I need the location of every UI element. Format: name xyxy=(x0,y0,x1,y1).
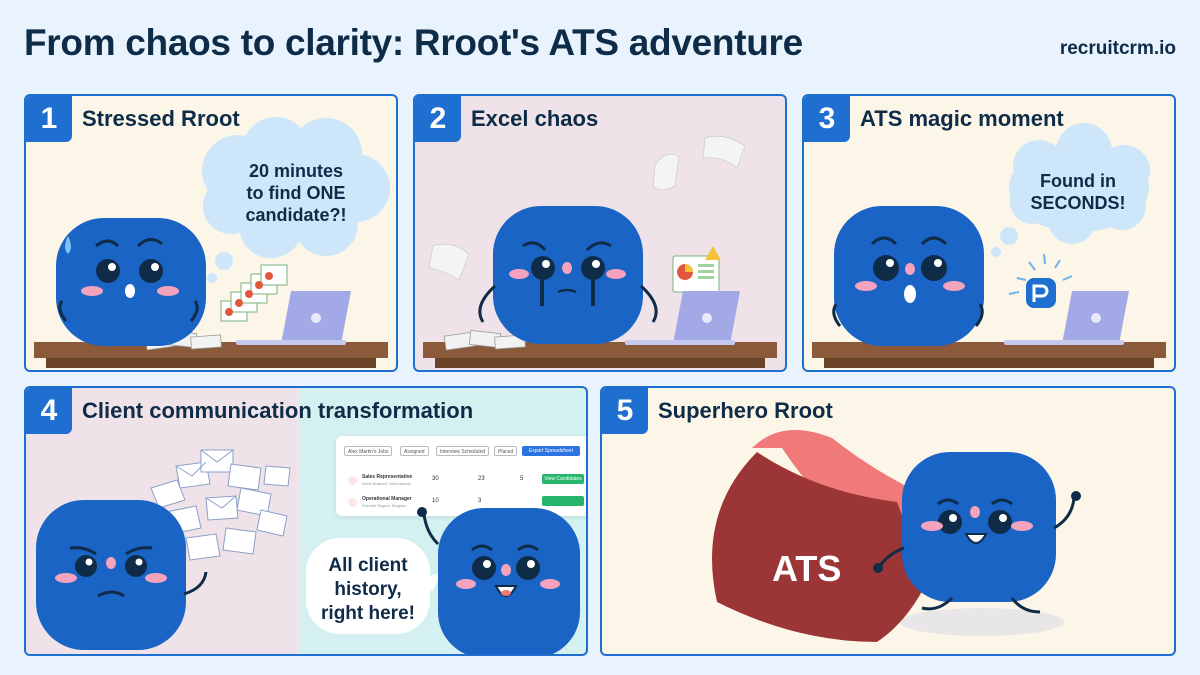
recruitcrm-logo-icon xyxy=(1026,278,1056,308)
assigned-count: 30 xyxy=(432,476,439,482)
mascot-annoyed xyxy=(36,500,208,650)
panel-number: 1 xyxy=(26,96,72,142)
panel-5: 5 Superhero Rroot ATS xyxy=(600,386,1176,656)
thought-bubble-text: 20 minutes to find ONE candidate?! xyxy=(234,160,358,226)
view-candidates-button[interactable] xyxy=(542,496,584,506)
placed-count: 5 xyxy=(520,476,524,482)
job-location: North Brabant, Netherlands xyxy=(362,481,411,486)
bubble-line: Found in xyxy=(1040,171,1116,191)
panel-1-illustration xyxy=(34,117,390,368)
job-location: Flemish Region, Belgium xyxy=(362,503,407,508)
laptop-icon xyxy=(1004,291,1129,345)
mascot-superhero xyxy=(873,452,1081,614)
panel-title: Superhero Rroot xyxy=(658,398,833,423)
panel-5-illustration xyxy=(712,430,1081,642)
panel-4: 4 Client communication transformation Al… xyxy=(24,386,588,656)
bubble-line: right here! xyxy=(321,603,415,624)
panel-number: 3 xyxy=(804,96,850,142)
assigned-count: 10 xyxy=(432,498,439,504)
mascot-amazed xyxy=(832,206,984,346)
view-candidates-button[interactable]: View Candidates xyxy=(542,474,584,484)
cape-text: ATS xyxy=(772,548,842,589)
bubble-line: history, xyxy=(334,579,402,600)
filter-dropdown[interactable]: Assigned xyxy=(400,446,429,456)
panel-2-illustration xyxy=(423,135,777,368)
interview-count: 23 xyxy=(478,476,485,482)
sparkle-lines xyxy=(1008,253,1073,295)
flying-papers xyxy=(428,135,746,281)
panel-title: ATS magic moment xyxy=(860,106,1064,131)
spreadsheet-stack-icon xyxy=(220,264,288,322)
thought-bubble xyxy=(202,117,390,283)
bubble-line: All client xyxy=(328,555,408,576)
panel-1: 1 Stressed Rroot xyxy=(24,94,398,372)
spreadsheet-warning-icon xyxy=(672,246,721,293)
export-spreadsheet-button[interactable]: Export Spreadsheet xyxy=(522,446,580,456)
panel-title: Excel chaos xyxy=(471,106,599,131)
mascot-stressed xyxy=(56,218,206,346)
bubble-line: 20 minutes xyxy=(248,161,344,181)
filter-dropdown[interactable]: Alex Martin's Jobs xyxy=(344,446,393,456)
speech-bubble-text: All client history, right here! xyxy=(312,554,424,626)
panel-2: 2 Excel chaos xyxy=(413,94,787,372)
envelope-pile-icon xyxy=(150,449,291,561)
mascot-happy-pointing xyxy=(417,507,580,654)
panel-number: 4 xyxy=(26,388,72,434)
bubble-line: SECONDS! xyxy=(1030,193,1126,213)
interview-count: 3 xyxy=(478,498,482,504)
filter-dropdown[interactable]: Interview Scheduled xyxy=(436,446,490,456)
paper-stack xyxy=(443,330,526,351)
panel-4-illustration xyxy=(36,449,580,654)
bubble-line: to find ONE xyxy=(246,183,346,203)
panel-number: 5 xyxy=(602,388,648,434)
speech-bubble xyxy=(306,538,442,634)
bubble-line: candidate?! xyxy=(245,205,347,225)
thought-bubble-text: Found in SECONDS! xyxy=(1022,170,1134,214)
panel-3: 3 ATS magic moment xyxy=(802,94,1176,372)
page-title: From chaos to clarity: Rroot's ATS adven… xyxy=(24,22,803,63)
filter-dropdown[interactable]: Placed xyxy=(494,446,518,456)
laptop-icon xyxy=(236,291,351,345)
job-icon xyxy=(348,498,357,507)
mascot-sad xyxy=(478,206,658,344)
job-role[interactable]: Operational Manager xyxy=(362,496,412,502)
panel-title: Stressed Rroot xyxy=(82,106,240,131)
thought-bubble xyxy=(991,123,1150,257)
job-role[interactable]: Sales Representative xyxy=(362,474,413,480)
panel-title: Client communication transformation xyxy=(82,398,474,423)
laptop-icon xyxy=(625,291,740,345)
panel-3-illustration xyxy=(812,123,1166,368)
job-icon xyxy=(348,476,357,485)
panel-number: 2 xyxy=(415,96,461,142)
job-dashboard-mockup: Alex Martin's Jobs Assigned Interview Sc… xyxy=(336,436,586,516)
ground-shadow xyxy=(900,608,1064,636)
brand-logo-text[interactable]: recruitcrm.io xyxy=(1059,38,1176,59)
